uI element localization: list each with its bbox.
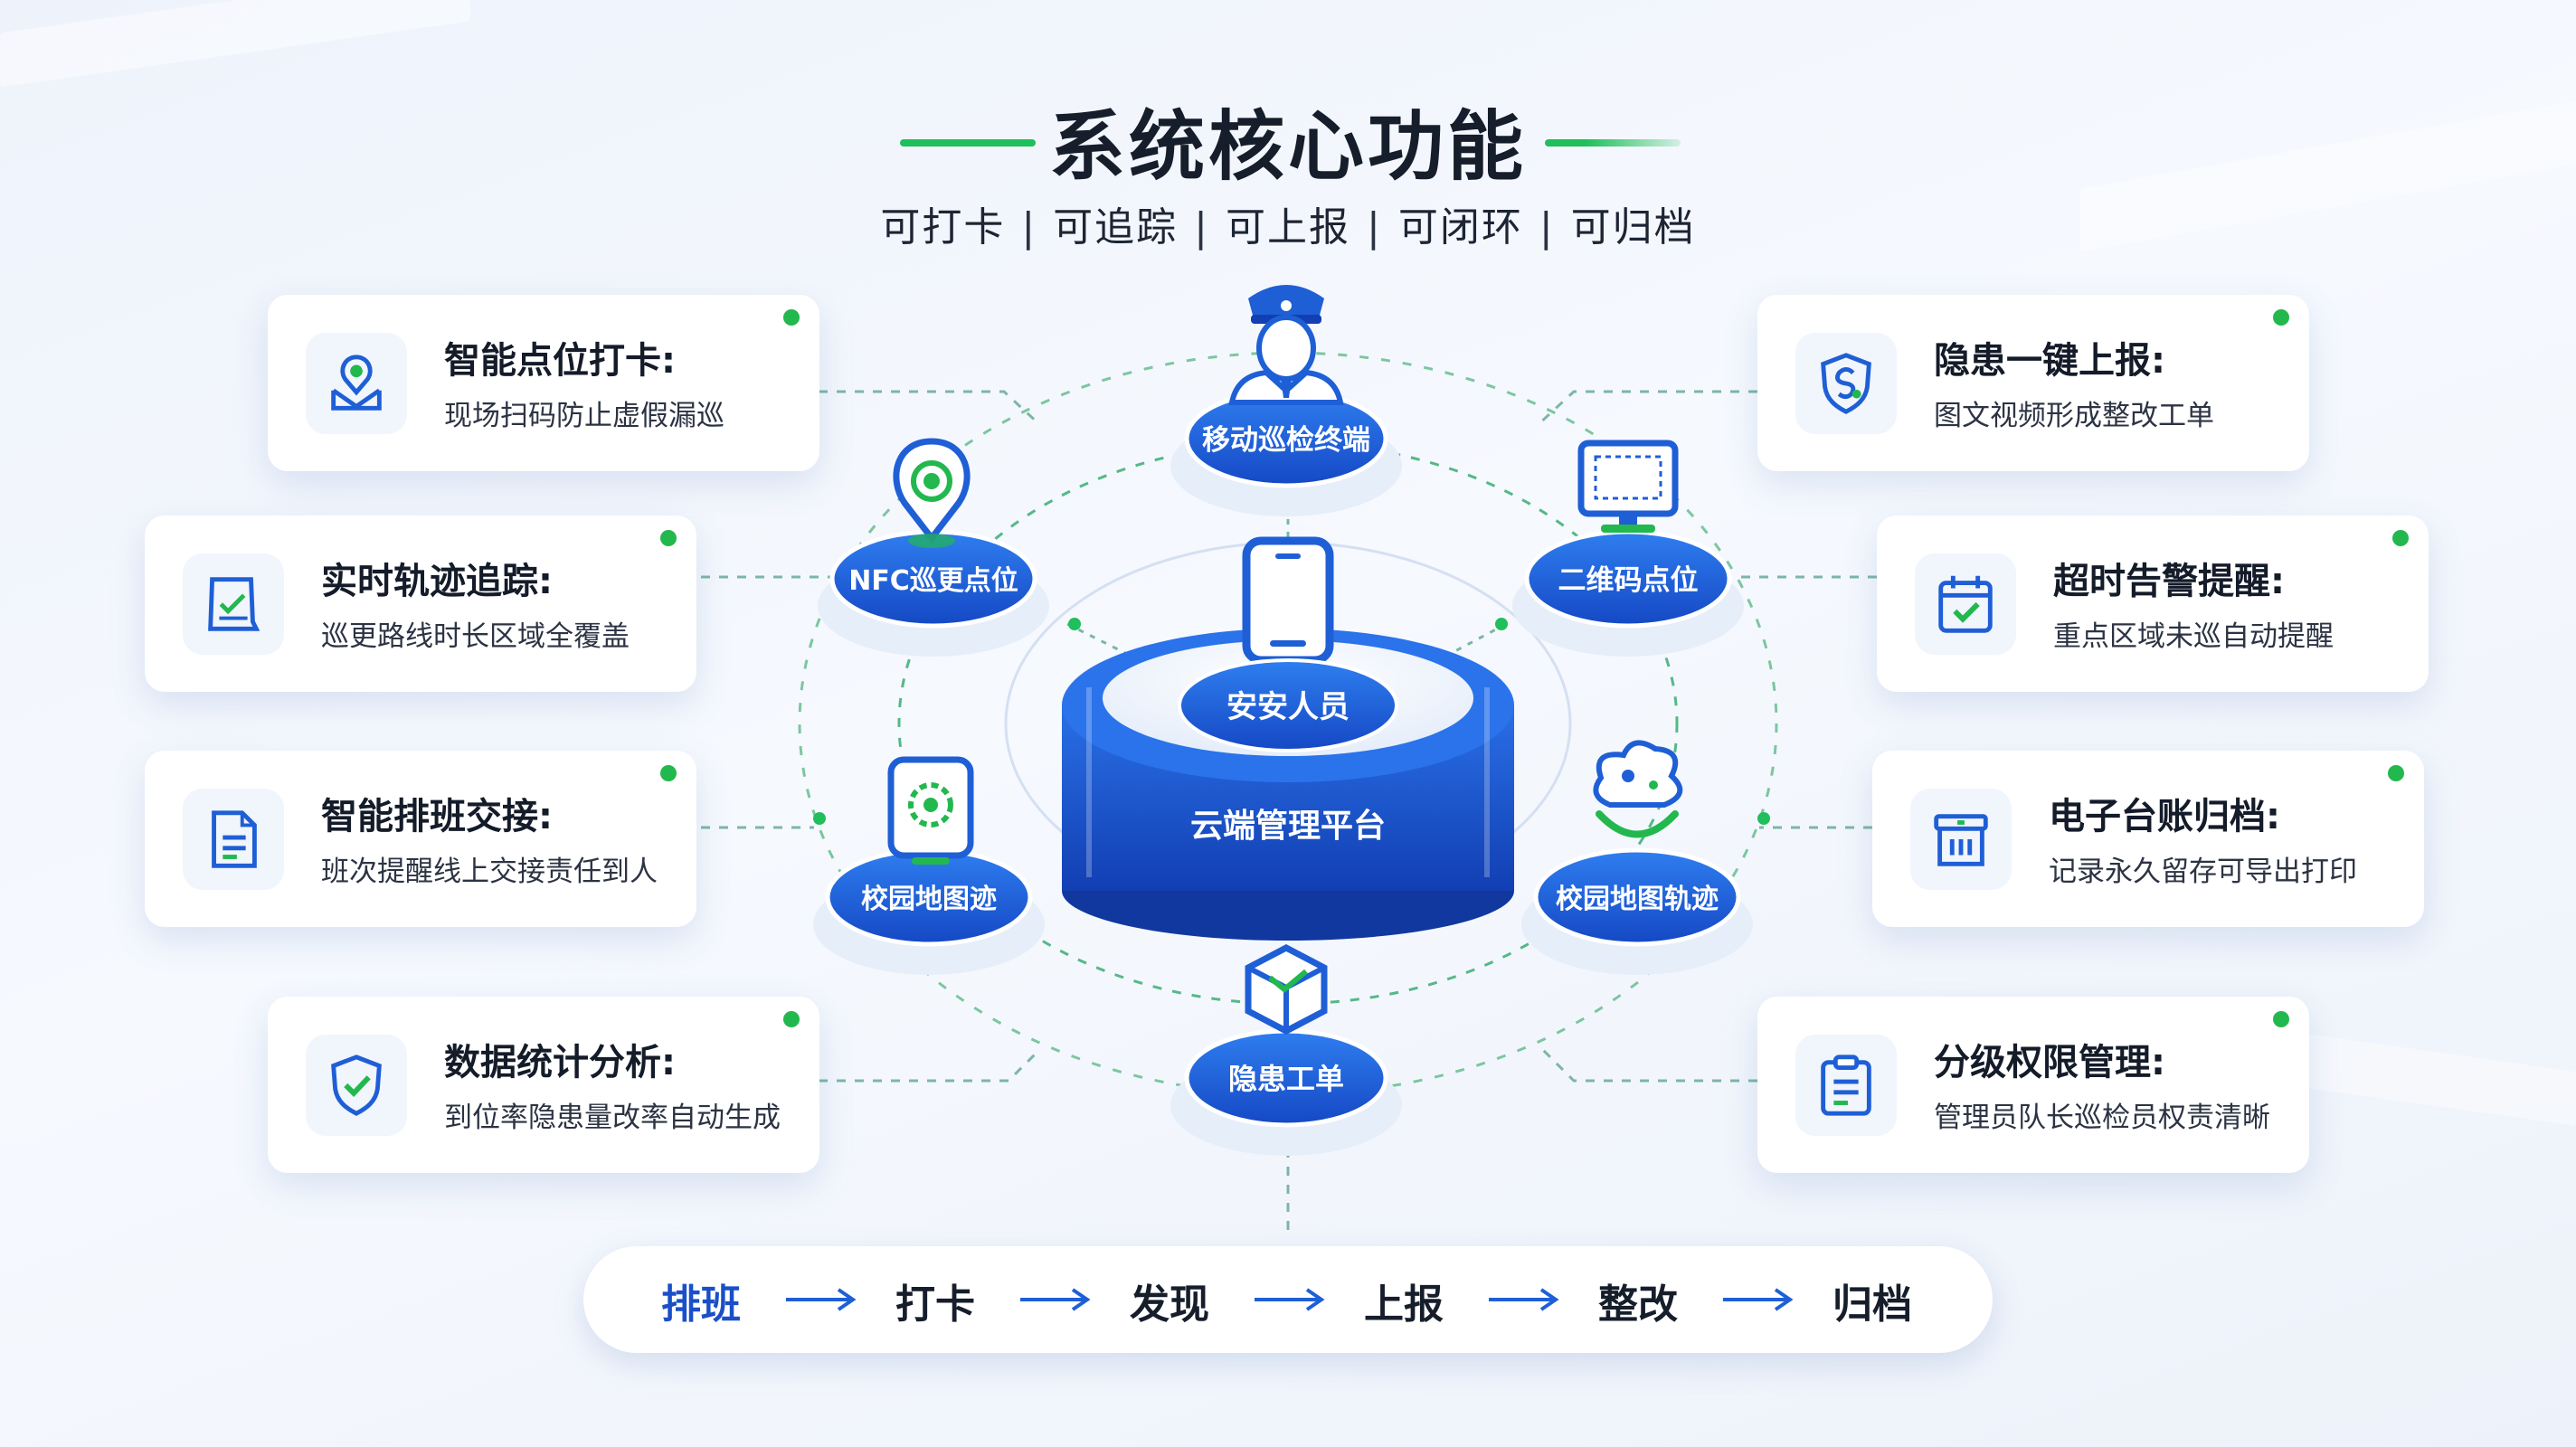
- node-disc-bottom: [1170, 1028, 1402, 1156]
- flow-step: 打卡: [895, 1281, 975, 1328]
- status-dot: [783, 1011, 800, 1027]
- feature-title: 电子台账归档:: [2049, 796, 2280, 837]
- arrow-right-icon: [786, 1288, 857, 1311]
- feature-title: 智能排班交接:: [321, 796, 553, 837]
- arrow-right-icon: [1723, 1288, 1794, 1311]
- feature-description: 重点区域未巡自动提醒: [2053, 620, 2334, 653]
- status-dot: [2273, 1011, 2289, 1027]
- node-label-lower-left: 校园地图迹: [861, 884, 997, 915]
- status-dot: [660, 765, 677, 781]
- feature-description: 图文视频形成整改工单: [1934, 400, 2214, 432]
- node-disc-upper-left: [818, 529, 1049, 657]
- feature-card-statistics: 数据统计分析: 到位率隐患量改率自动生成: [268, 997, 819, 1173]
- camera-scan-icon: [887, 756, 974, 865]
- feature-card-permission: 分级权限管理: 管理员队长巡检员权责清晰: [1757, 997, 2309, 1173]
- archive-icon: [1910, 789, 2012, 890]
- arrow-right-icon: [1020, 1288, 1091, 1311]
- status-dot: [2388, 765, 2404, 781]
- status-dot: [783, 309, 800, 326]
- feature-card-hazard-report: 隐患一键上报: 图文视频形成整改工单: [1757, 295, 2309, 471]
- status-dot: [2392, 530, 2409, 546]
- arrow-right-icon: [1255, 1288, 1325, 1311]
- node-label-lower-right: 校园地图轨迹: [1556, 884, 1719, 915]
- node-label-upper-left: NFC巡更点位: [848, 565, 1018, 597]
- feature-title: 智能点位打卡:: [444, 340, 676, 382]
- feature-description: 现场扫码防止虚假漏巡: [444, 400, 724, 432]
- shield-report-icon: [1795, 333, 1897, 434]
- node-label-bottom: 隐患工单: [1228, 1062, 1344, 1096]
- title-decoration-line: [900, 139, 1036, 147]
- shield-check-icon: [306, 1035, 407, 1136]
- page-title: 系统核心功能: [1048, 102, 1527, 191]
- status-dot: [2273, 309, 2289, 326]
- central-hub: [1062, 536, 1514, 941]
- node-disc-lower-left: [813, 847, 1045, 975]
- hub-center-label: 安安人员: [1226, 689, 1350, 725]
- hub-base-label: 云端管理平台: [1190, 808, 1386, 845]
- feature-description: 到位率隐患量改率自动生成: [444, 1102, 781, 1134]
- process-flow: 排班 打卡 发现 上报 整改 归档: [583, 1246, 1993, 1353]
- node-disc-top: [1170, 389, 1402, 516]
- flow-step: 归档: [1833, 1281, 1912, 1328]
- node-disc-upper-right: [1512, 529, 1744, 657]
- arrow-right-icon: [1489, 1288, 1559, 1311]
- feature-card-e-ledger: 电子台账归档: 记录永久留存可导出打印: [1872, 751, 2424, 927]
- flow-step: 发现: [1130, 1281, 1209, 1328]
- clipboard-list-icon: [1795, 1035, 1897, 1136]
- feature-title: 超时告警提醒:: [2053, 561, 2285, 602]
- subtitle-item: 可归档: [1570, 204, 1696, 251]
- feature-description: 管理员队长巡检员权责清晰: [1934, 1102, 2270, 1134]
- flow-step: 整改: [1598, 1281, 1678, 1328]
- feature-description: 巡更路线时长区域全覆盖: [321, 620, 630, 653]
- monitor-icon: [1577, 440, 1679, 533]
- subtitle-item: 可上报: [1226, 204, 1350, 251]
- trajectory-map-icon: [183, 553, 284, 655]
- security-guard-icon: [1228, 285, 1344, 405]
- subtitle-item: 可闭环: [1397, 204, 1523, 251]
- feature-description: 记录永久留存可导出打印: [2049, 856, 2357, 888]
- title-decoration-line: [1545, 139, 1681, 147]
- feature-title: 数据统计分析:: [444, 1042, 676, 1083]
- feature-card-timeout-alert: 超时告警提醒: 重点区域未巡自动提醒: [1877, 515, 2429, 692]
- feature-title: 分级权限管理:: [1934, 1042, 2165, 1083]
- feature-title: 实时轨迹追踪:: [321, 561, 553, 602]
- subtitle: 可打卡|可追踪|可上报|可闭环|可归档: [880, 204, 1696, 251]
- status-dot: [660, 530, 677, 546]
- node-disc-lower-right: [1521, 847, 1753, 975]
- flow-step: 排班: [661, 1281, 741, 1328]
- document-icon: [183, 789, 284, 890]
- phone-icon: [1242, 536, 1334, 665]
- feature-card-shift-handover: 智能排班交接: 班次提醒线上交接责任到人: [145, 751, 696, 927]
- node-label-top: 移动巡检终端: [1202, 424, 1370, 457]
- feature-card-smart-checkin: 智能点位打卡: 现场扫码防止虚假漏巡: [268, 295, 819, 471]
- location-pin-icon: [893, 438, 971, 548]
- subtitle-item: 可打卡: [880, 204, 1006, 251]
- feature-title: 隐患一键上报:: [1934, 340, 2165, 382]
- node-label-upper-right: 二维码点位: [1558, 564, 1699, 597]
- box-icon: [1245, 944, 1328, 1035]
- flow-step: 上报: [1364, 1281, 1444, 1328]
- title-block: 系统核心功能: [0, 86, 2576, 191]
- calendar-check-icon: [1915, 553, 2016, 655]
- location-check-icon: [306, 333, 407, 434]
- map-route-icon: [1593, 740, 1683, 838]
- subtitle-item: 可追踪: [1053, 204, 1179, 251]
- feature-description: 班次提醒线上交接责任到人: [321, 856, 658, 888]
- feature-card-trajectory: 实时轨迹追踪: 巡更路线时长区域全覆盖: [145, 515, 696, 692]
